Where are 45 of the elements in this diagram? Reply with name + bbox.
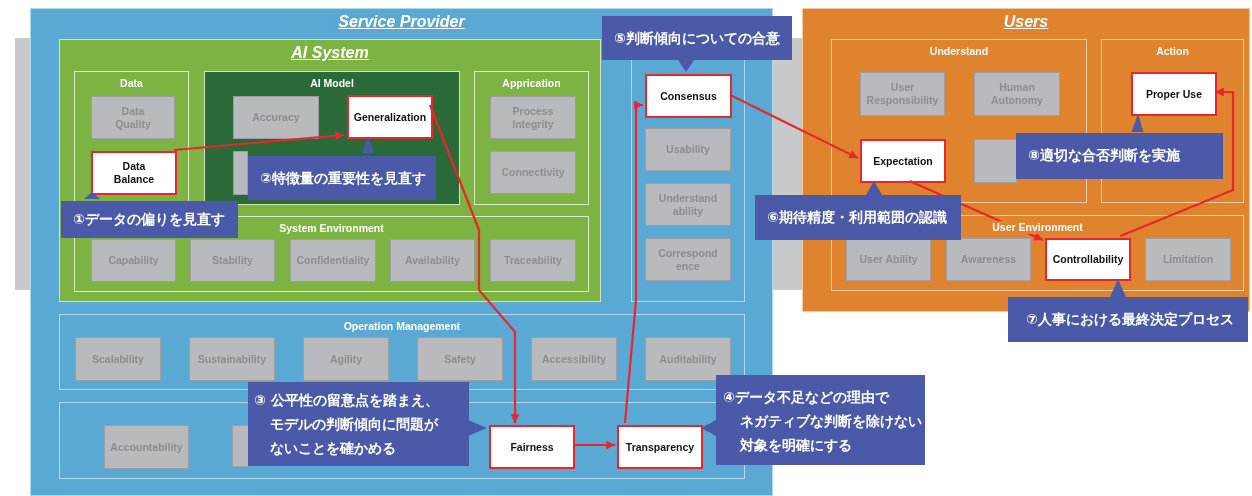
panel-title: Service Provider [335, 12, 468, 32]
highlight-box: Generalization [347, 95, 433, 139]
callout-pointer [83, 192, 101, 199]
callout-pointer [1110, 279, 1127, 297]
group-panel [204, 71, 460, 205]
highlight-box: Controllability [1045, 238, 1131, 281]
highlight-box: Data Balance [91, 151, 177, 195]
highlight-box: Proper Use [1131, 72, 1217, 116]
arrow [1120, 87, 1235, 237]
highlight-box: Fairness [489, 425, 575, 469]
panel-title: System Environment [276, 222, 387, 235]
group-panel [59, 314, 745, 390]
highlight-box: Expectation [860, 139, 946, 183]
callout-box: ③ 公平性の留意点を踏まえ、モデルの判断傾向に問題がないことを確かめる [248, 382, 469, 466]
callout-pointer [678, 60, 694, 72]
callout-box: ⑧適切な合否判断を実施 [1016, 133, 1223, 179]
callout-pointer [1131, 114, 1144, 132]
callout-box: ④データ不足などの理由でネガティブな判断を除けない対象を明確にする [716, 375, 925, 465]
panel-title: Apprication [499, 77, 564, 90]
group-panel [474, 71, 589, 205]
callout-box: ⑦人事における最終決定プロセス [1008, 297, 1248, 342]
callout-pointer [866, 181, 883, 195]
callout-pointer [468, 420, 487, 436]
callout-pointer [701, 420, 716, 436]
panel-title: Data [117, 77, 146, 90]
callout-box: ②特徴量の重要性を見直す [248, 156, 436, 200]
panel-title: Action [1153, 45, 1192, 58]
arrow [729, 93, 859, 160]
arrow [428, 104, 520, 423]
system-panel [59, 39, 601, 302]
arrow [623, 100, 643, 424]
callout-pointer [361, 136, 374, 153]
category-box [233, 151, 248, 195]
highlight-box: Transparency [617, 425, 703, 469]
panel-title: AI System [288, 43, 372, 63]
panel-title: AI Model [307, 77, 357, 90]
highlight-box: Consensus [645, 74, 732, 118]
callout-box: ⑥期待精度・利用範囲の認識 [755, 195, 961, 240]
callout-box: ①データの偏りを見直す [61, 201, 238, 238]
category-box [974, 139, 1017, 183]
callout-box: ⑤判断傾向についての合意 [602, 16, 792, 60]
arrow [573, 440, 615, 450]
panel-title: Users [1000, 12, 1052, 32]
arrow [173, 131, 345, 152]
panel-title: User Environment [989, 221, 1086, 234]
